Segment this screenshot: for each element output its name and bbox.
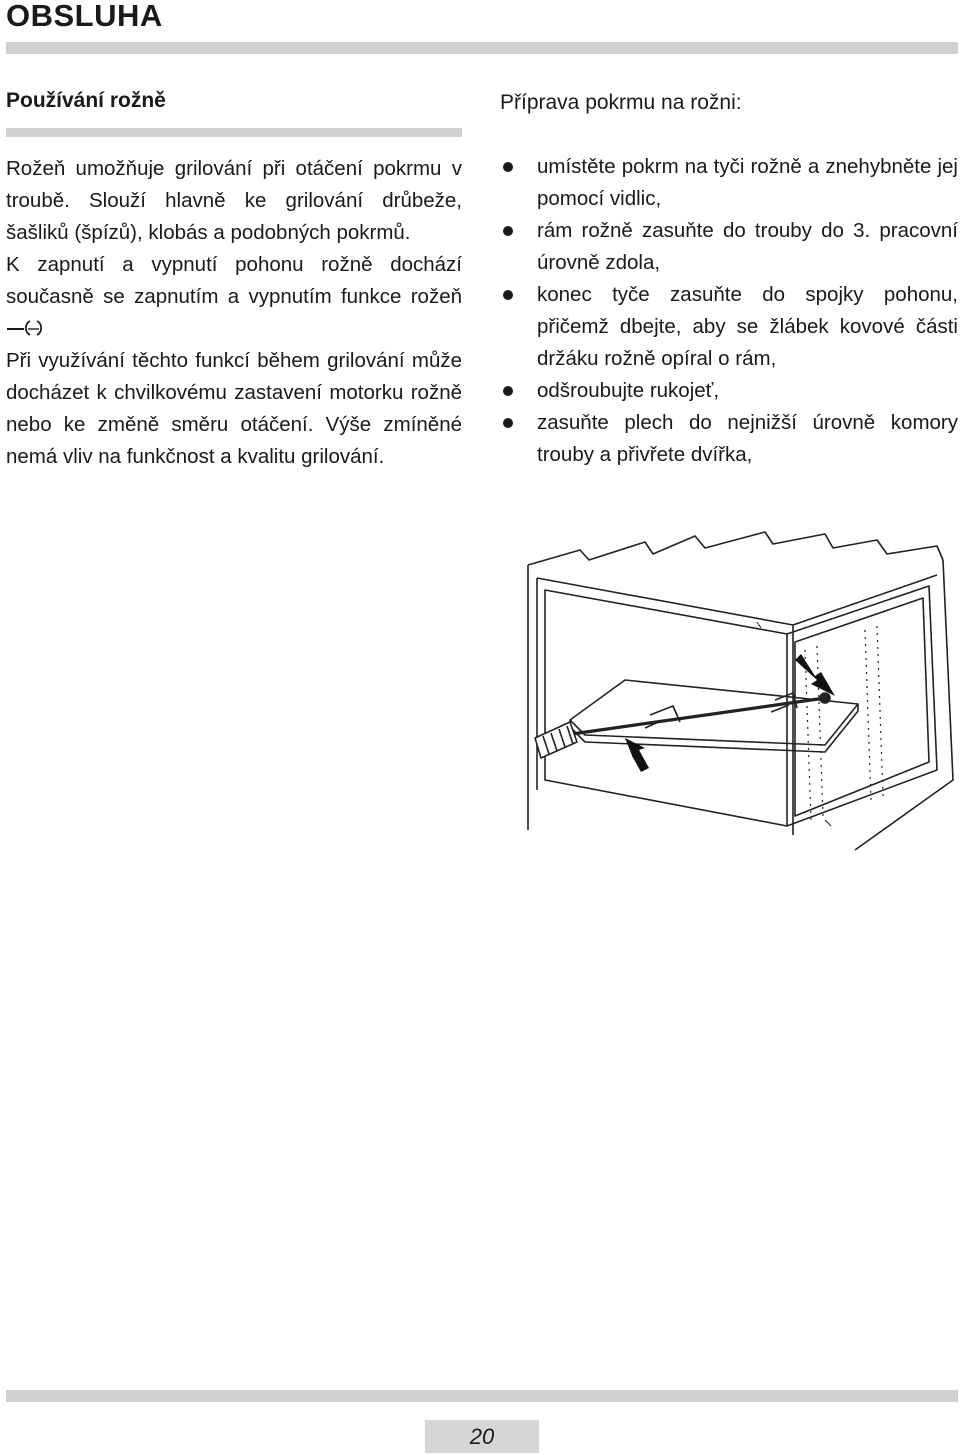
intro-paragraph: Rožeň umožňuje grilování při otáčení pok… [6,157,462,244]
footer-divider [6,1390,958,1402]
switch-text: K zapnutí a vypnutí pohonu rožně dochází… [6,253,462,308]
page-title: OBSLUHA [6,0,163,33]
step-text: umístěte pokrm na tyči rožně a znehybnět… [537,155,958,210]
bullet-icon [503,226,513,236]
list-item: konec tyče zasuňte do spojky pohonu, při… [500,279,958,375]
bullet-icon [503,162,513,172]
list-item: umístěte pokrm na tyči rožně a znehybnět… [500,151,958,215]
bullet-icon [503,418,513,428]
note-paragraph: Při využívání těchto funkcí během grilov… [6,349,462,468]
preparation-steps: umístěte pokrm na tyči rožně a znehybnět… [500,151,958,471]
list-item: rám rožně zasuňte do trouby do 3. pracov… [500,215,958,279]
section-divider [6,128,462,137]
preparation-heading: Příprava pokrmu na rožni: [500,91,742,114]
step-text: zasuňte plech do nejnižší úrovně komory … [537,411,958,466]
page-number: 20 [425,1420,539,1453]
section-heading: Používání rožně [6,89,166,112]
step-text: odšroubujte rukojeť, [537,379,720,402]
switch-paragraph: K zapnutí a vypnutí pohonu rožně dochází… [6,249,462,345]
list-item: zasuňte plech do nejnižší úrovně komory … [500,407,958,471]
header-divider [6,42,958,54]
left-column: Rožeň umožňuje grilování při otáčení pok… [6,153,462,473]
oven-rotisserie-illustration [527,531,954,851]
bullet-icon [503,290,513,300]
list-item: odšroubujte rukojeť, [500,375,958,407]
bullet-icon [503,386,513,396]
rotisserie-symbol-icon [7,320,43,336]
step-text: konec tyče zasuňte do spojky pohonu, při… [537,283,958,370]
step-text: rám rožně zasuňte do trouby do 3. pracov… [537,219,958,274]
